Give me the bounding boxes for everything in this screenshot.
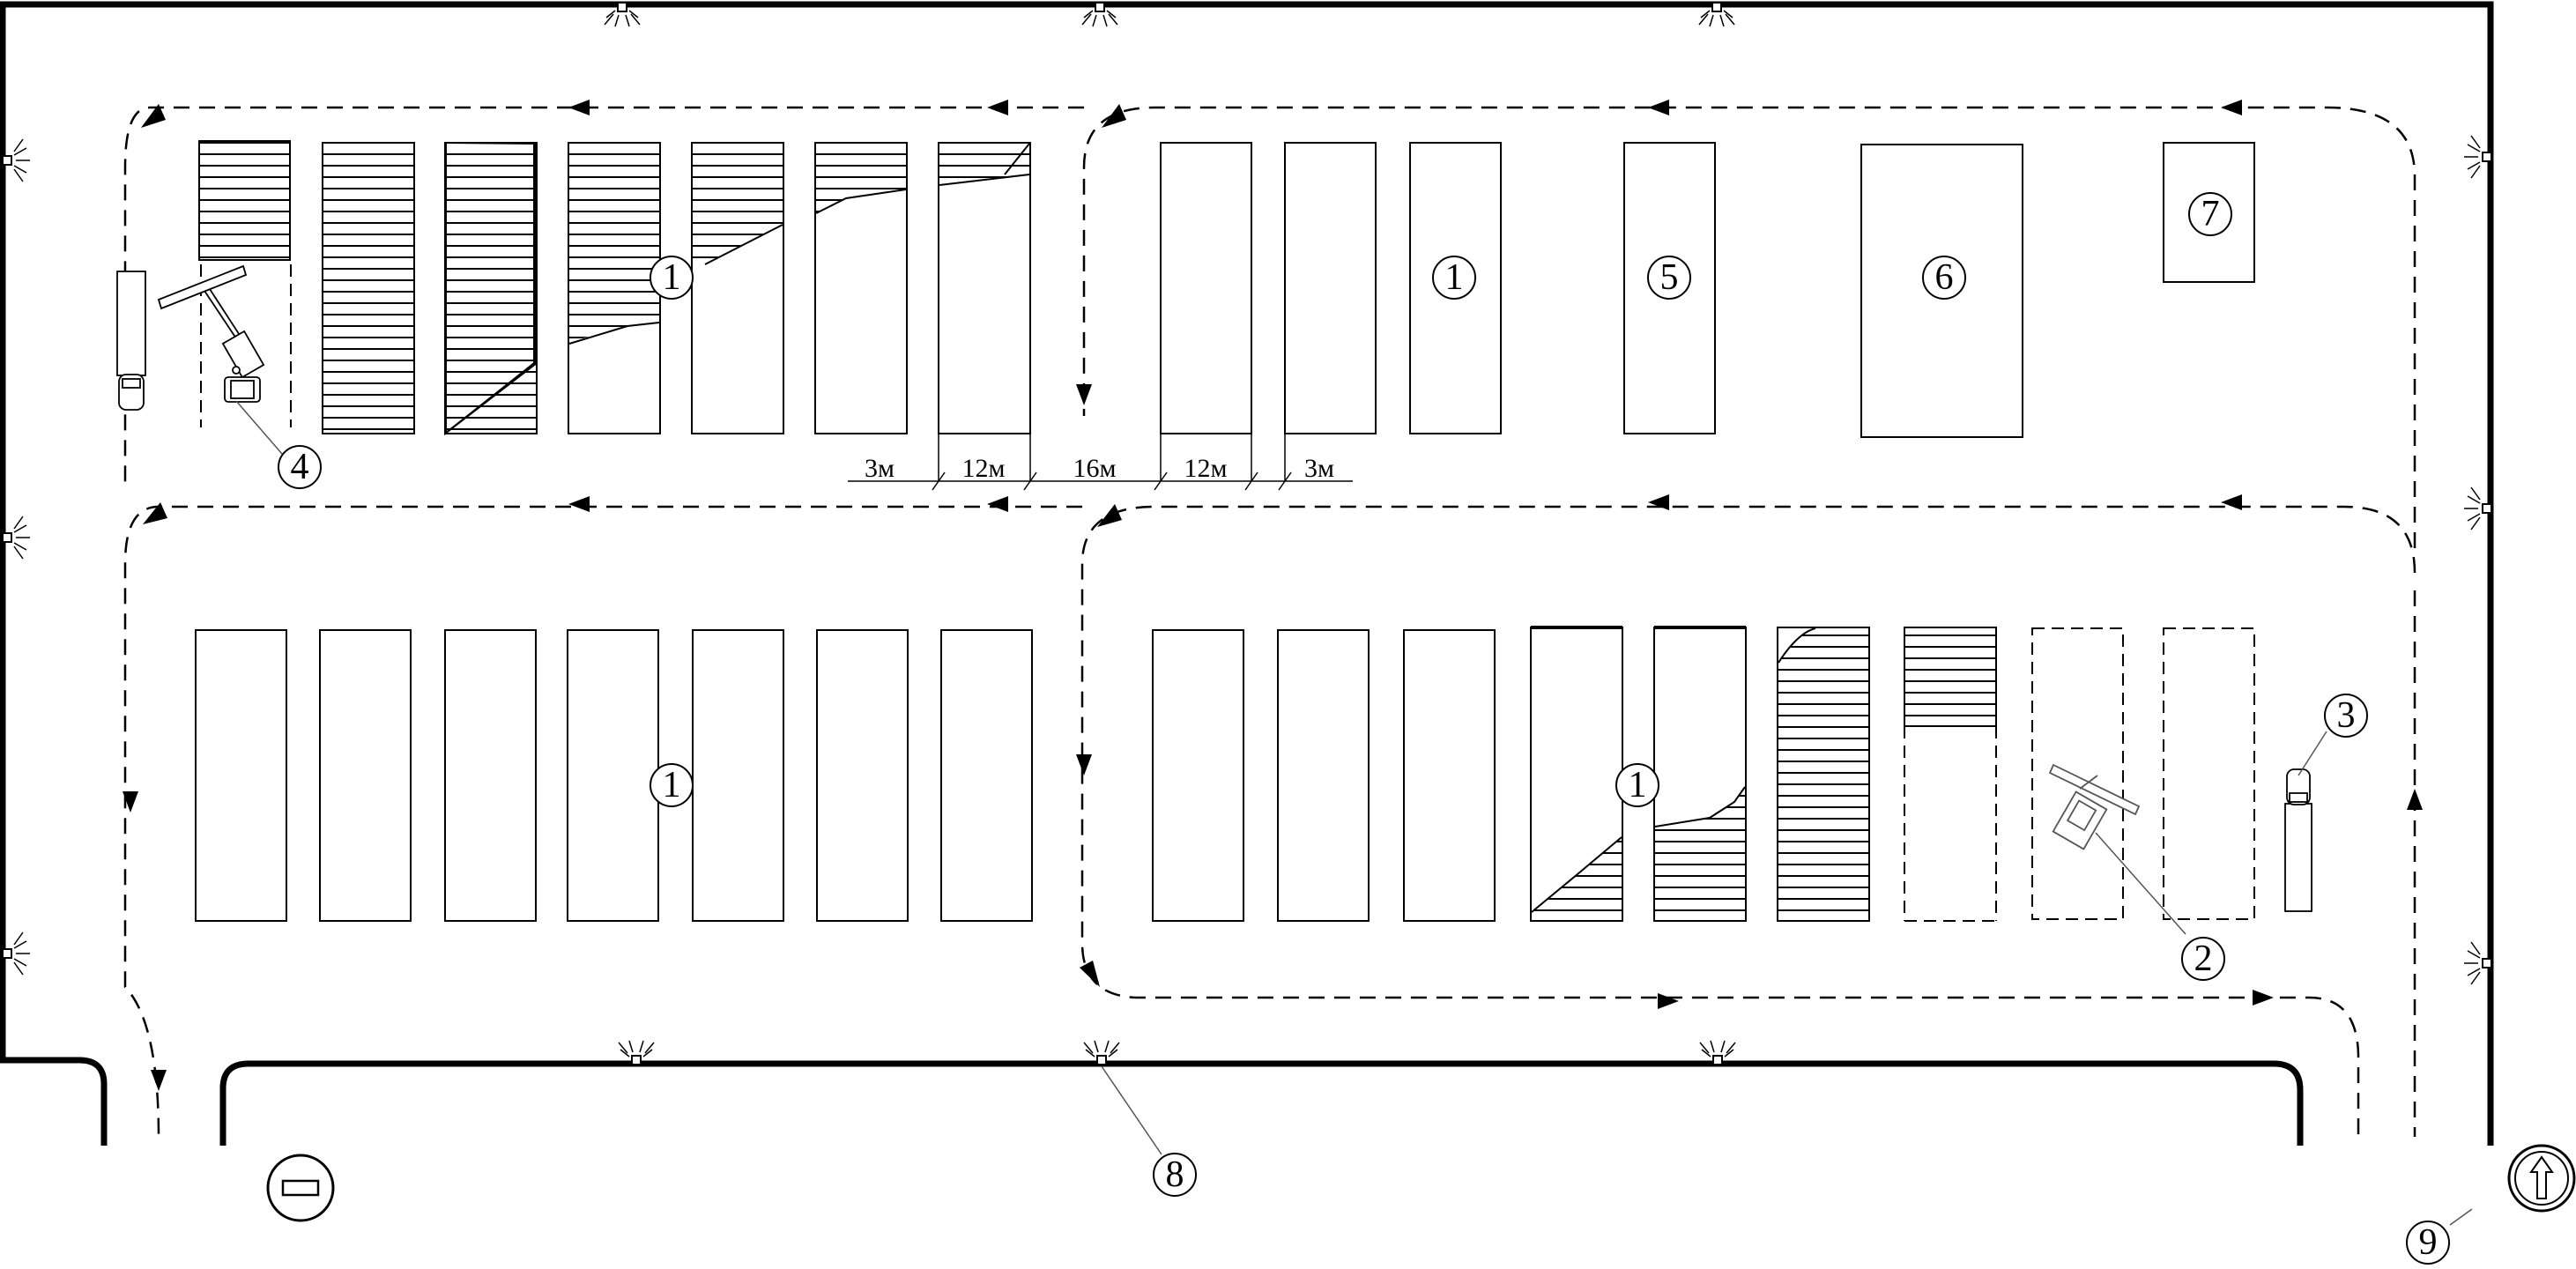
callout-circle xyxy=(1922,256,1966,300)
stack-full xyxy=(322,142,415,434)
lamp-post-icon xyxy=(2463,486,2492,531)
route-arrow-icon xyxy=(2407,789,2423,810)
label-6: 6 xyxy=(1935,257,1954,298)
stack-partial xyxy=(1904,627,1997,727)
route-arrow-icon xyxy=(1648,494,1669,510)
label-1: 1 xyxy=(1629,765,1647,805)
label-1: 1 xyxy=(1445,257,1464,298)
stack-partial xyxy=(444,142,538,434)
route-arrow-icon xyxy=(2253,990,2274,1006)
route-arrow-icon xyxy=(1080,961,1100,987)
callout-circle xyxy=(1432,256,1476,300)
truck-right xyxy=(2284,768,2312,912)
label-4: 4 xyxy=(291,447,309,487)
dimension-label: 12м xyxy=(1184,454,1228,483)
loader-machine xyxy=(2048,763,2141,850)
leader-lines xyxy=(235,400,2473,1226)
route-arrow-icon xyxy=(141,104,166,128)
callout-circle xyxy=(1647,256,1691,300)
callout-circle xyxy=(1153,1153,1197,1197)
callout-circle xyxy=(2406,1221,2450,1265)
truck-left xyxy=(116,271,146,411)
route-arrow-icon xyxy=(2221,100,2242,115)
zone-empty xyxy=(1160,142,1252,434)
planned-zone xyxy=(2031,627,2124,920)
lamp-post-icon xyxy=(2,516,31,560)
label-1: 1 xyxy=(663,257,681,298)
top-left-stacks xyxy=(198,140,1031,436)
route-arrow-icon xyxy=(1658,993,1679,1009)
callout-labels: 1 1 5 6 7 4 1 1 3 2 8 9 xyxy=(291,194,2438,1263)
route-arrow-icon xyxy=(2221,494,2242,510)
stack-partial xyxy=(938,142,1031,434)
lamp-post-icon xyxy=(2,138,31,182)
route-arrow-icon xyxy=(151,1070,167,1091)
callout-circle xyxy=(650,256,694,300)
callout-circle xyxy=(2324,694,2368,738)
route-arrow-icon xyxy=(122,791,138,813)
callout-circle xyxy=(1615,763,1659,807)
route-arrow-icon xyxy=(987,100,1008,115)
callouts xyxy=(278,192,2450,1265)
dimension-label: 12м xyxy=(962,454,1006,483)
route-arrows xyxy=(122,100,2423,1091)
callout-circle xyxy=(650,763,694,807)
callout-circle xyxy=(278,445,322,489)
route-arrow-icon xyxy=(143,502,167,524)
no-entry-sign-icon xyxy=(266,1154,335,1222)
label-8: 8 xyxy=(1166,1154,1184,1195)
callout-circle xyxy=(2181,937,2225,981)
lamp-post-icon xyxy=(2463,941,2492,985)
bottom-right-zones xyxy=(1152,626,2255,922)
planned-zone xyxy=(2163,627,2255,920)
route-arrow-icon xyxy=(568,100,590,115)
label-9: 9 xyxy=(2419,1222,2438,1263)
label-5: 5 xyxy=(1660,257,1679,298)
zone-empty xyxy=(1284,142,1377,434)
route-arrow-icon xyxy=(568,496,590,512)
dimension-line xyxy=(848,434,1353,491)
route-arrow-icon xyxy=(1648,100,1669,115)
lamp-post-icon xyxy=(2,931,31,976)
route-arrow-icon xyxy=(1097,504,1122,527)
route-arrow-icon xyxy=(1102,104,1126,128)
label-2: 2 xyxy=(2194,939,2213,979)
bottom-left-zones xyxy=(195,629,1033,922)
top-right-zones xyxy=(1160,142,2255,438)
callout-circle xyxy=(2188,192,2232,236)
label-1: 1 xyxy=(663,765,681,805)
stacker-machine xyxy=(157,264,265,403)
label-3: 3 xyxy=(2337,695,2356,736)
dimension-label: 3м xyxy=(865,454,895,483)
label-7: 7 xyxy=(2201,194,2220,234)
route-arrow-icon xyxy=(1076,384,1092,405)
dimension-label: 3м xyxy=(1304,454,1334,483)
dimension-label: 16м xyxy=(1073,454,1117,483)
lamp-post-icon xyxy=(2463,135,2492,179)
north-arrow-icon xyxy=(2507,1144,2576,1213)
stack-partial xyxy=(1777,627,1870,922)
route-arrow-icon xyxy=(1076,754,1092,776)
route-arrow-icon xyxy=(987,496,1008,512)
dimension-labels: 3м 12м 16м 12м 3м xyxy=(865,454,1334,483)
stack-full xyxy=(198,140,291,261)
